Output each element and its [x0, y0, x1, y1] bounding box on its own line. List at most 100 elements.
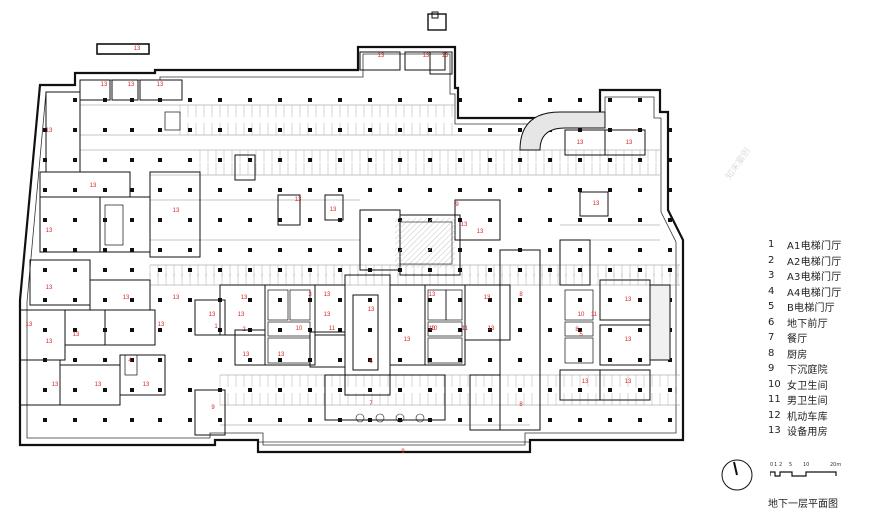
column: [130, 358, 134, 362]
column: [548, 248, 552, 252]
column: [188, 268, 192, 272]
column: [43, 418, 47, 422]
column: [308, 128, 312, 132]
column: [278, 248, 282, 252]
room-number-label: 13: [476, 229, 484, 235]
column: [428, 128, 432, 132]
column: [218, 128, 222, 132]
room-number-label: 13: [367, 307, 375, 313]
column: [608, 188, 612, 192]
column: [278, 218, 282, 222]
legend-number: 8: [768, 347, 775, 359]
column: [73, 298, 77, 302]
column: [158, 388, 162, 392]
column: [158, 358, 162, 362]
column: [308, 188, 312, 192]
room-number-label: 13: [51, 382, 59, 388]
column: [188, 358, 192, 362]
legend-number: 11: [768, 394, 781, 406]
column: [488, 298, 492, 302]
legend-label: 设备用房: [787, 427, 828, 439]
column: [548, 268, 552, 272]
legend-number: 10: [768, 378, 781, 390]
column: [548, 388, 552, 392]
room-number-label: 13: [323, 312, 331, 318]
room-number-label: 13: [237, 312, 245, 318]
detached-block: [427, 13, 447, 31]
column: [608, 218, 612, 222]
room-number-label: 7: [369, 401, 373, 407]
column: [578, 188, 582, 192]
column: [43, 248, 47, 252]
room-number-label: 13: [172, 295, 180, 301]
column: [398, 158, 402, 162]
room-number-label: 13: [277, 352, 285, 358]
column: [278, 328, 282, 332]
column: [308, 268, 312, 272]
column: [130, 328, 134, 332]
column: [368, 358, 372, 362]
column: [428, 358, 432, 362]
column: [188, 248, 192, 252]
column: [278, 188, 282, 192]
legend-label: 下沉庭院: [787, 365, 828, 377]
column: [368, 188, 372, 192]
column: [218, 268, 222, 272]
room-number-label: 13: [576, 140, 584, 146]
column: [458, 358, 462, 362]
legend-label: 机动车库: [787, 411, 828, 423]
legend-number: 9: [768, 363, 775, 375]
column: [43, 388, 47, 392]
column: [338, 328, 342, 332]
column: [188, 158, 192, 162]
legend-label: 厨房: [787, 349, 808, 361]
column: [368, 128, 372, 132]
equipment-rooms: [19, 51, 651, 436]
scale-tick-label: 0: [770, 462, 774, 468]
column: [668, 418, 672, 422]
column: [73, 358, 77, 362]
room-number-label: 13: [89, 183, 97, 189]
room-number-label: 13: [127, 82, 135, 88]
column: [368, 388, 372, 392]
room-number-label: 13: [133, 46, 141, 52]
room-number-label: 13: [208, 312, 216, 318]
column: [578, 358, 582, 362]
room-number-label: 10: [295, 326, 303, 332]
column: [608, 248, 612, 252]
scale-bar-graphic: [769, 471, 837, 477]
room-number-label: 5: [579, 332, 583, 338]
column: [548, 188, 552, 192]
column: [578, 248, 582, 252]
column: [130, 298, 134, 302]
column: [578, 268, 582, 272]
column: [428, 298, 432, 302]
column: [130, 388, 134, 392]
column: [103, 248, 107, 252]
stair-cores: [104, 111, 594, 376]
column: [218, 248, 222, 252]
column: [548, 298, 552, 302]
column: [488, 248, 492, 252]
room-number-label: 10: [577, 312, 585, 318]
legend-label: 地下前厅: [787, 318, 828, 330]
legend-number: 2: [768, 254, 775, 266]
room-number-label: 11: [590, 312, 598, 318]
column: [488, 418, 492, 422]
column: [518, 188, 522, 192]
column: [73, 128, 77, 132]
room-number-label: 13: [157, 322, 165, 328]
column: [218, 98, 222, 102]
column: [188, 298, 192, 302]
room-number-label: 13: [45, 285, 53, 291]
room-number-label: 13: [428, 326, 436, 332]
column: [103, 418, 107, 422]
room-number-label: 10: [430, 326, 438, 332]
column: [638, 188, 642, 192]
column: [638, 358, 642, 362]
